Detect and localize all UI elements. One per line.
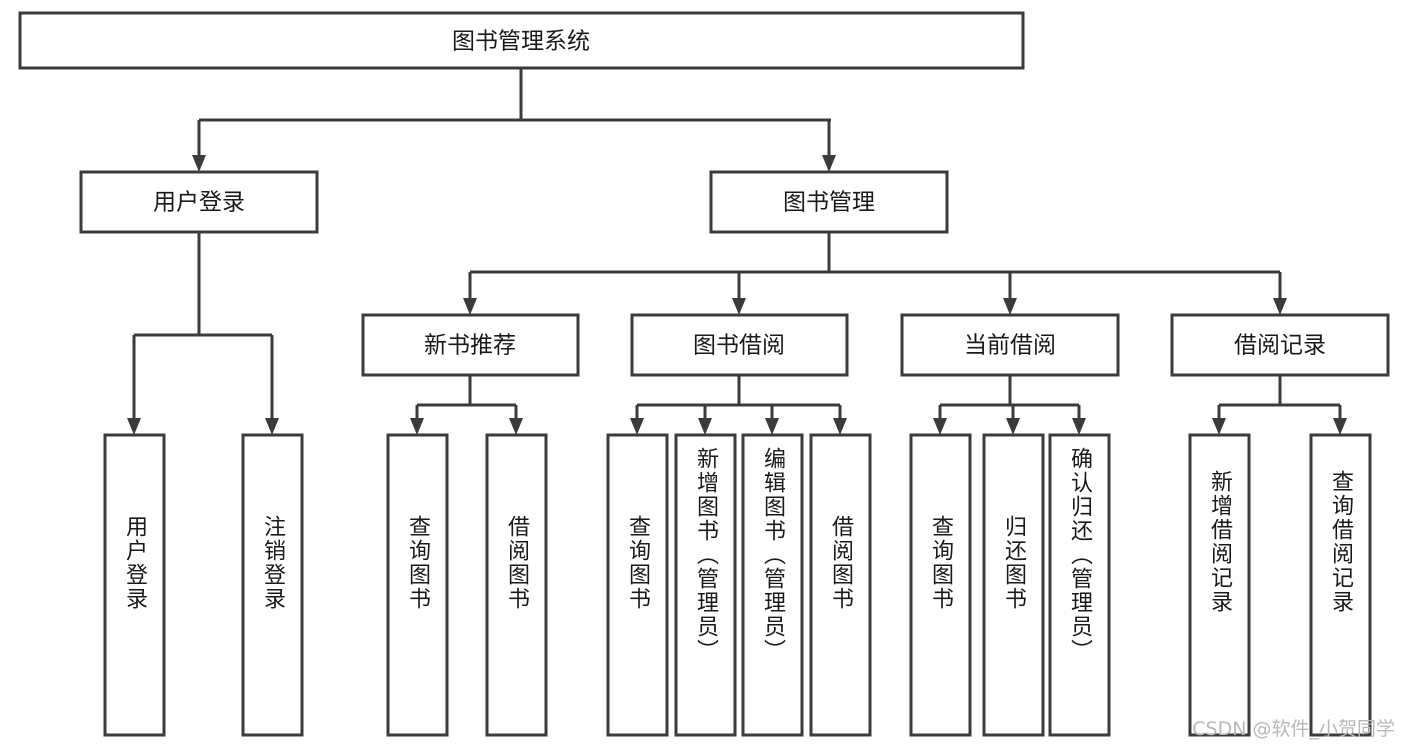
node-leaf-query-book-cur[interactable] — [909, 433, 972, 737]
arrowhead-leaf-query-book-borrow — [630, 418, 644, 435]
arrowhead-leaf-query-book-rec — [410, 418, 424, 435]
node-leaf-add-book[interactable] — [674, 433, 737, 737]
connector-layer — [127, 68, 1347, 435]
node-new-book-recommend[interactable] — [361, 313, 580, 377]
arrowhead-leaf-user-login — [127, 418, 141, 435]
node-leaf-query-record[interactable] — [1309, 433, 1372, 737]
arrowhead-leaf-confirm-return — [1072, 418, 1086, 435]
arrowhead-leaf-query-record — [1333, 418, 1347, 435]
node-current-borrow-label: 当前借阅 — [964, 333, 1056, 359]
arrowhead-leaf-borrow-book-rec — [509, 418, 523, 435]
node-leaf-add-record[interactable] — [1188, 433, 1251, 737]
node-root[interactable] — [18, 11, 1025, 70]
node-leaf-return-book[interactable] — [982, 433, 1045, 737]
arrowhead-book-manage — [822, 155, 836, 172]
node-leaf-logout[interactable] — [241, 433, 304, 737]
node-leaf-confirm-return[interactable] — [1048, 433, 1111, 737]
node-borrow-record-label: 借阅记录 — [1234, 333, 1326, 359]
node-borrow-record[interactable] — [1170, 313, 1390, 377]
node-current-borrow[interactable] — [900, 313, 1120, 377]
node-book-manage[interactable] — [709, 170, 949, 234]
node-layer: 图书管理系统 用户登录 图书管理 新书推荐 图书借阅 当前借阅 借阅记录 — [18, 11, 1390, 737]
arrowhead-user-login — [192, 155, 206, 172]
arrowhead-borrow-record — [1273, 298, 1287, 315]
arrowhead-book-borrow — [732, 298, 746, 315]
node-root-label: 图书管理系统 — [452, 29, 590, 55]
arrowhead-leaf-add-book — [698, 418, 712, 435]
node-leaf-query-book-rec[interactable] — [386, 433, 449, 737]
node-book-borrow[interactable] — [630, 313, 849, 377]
node-leaf-edit-book[interactable] — [741, 433, 804, 737]
node-user-login[interactable] — [79, 170, 319, 234]
node-leaf-borrow-book[interactable] — [809, 433, 872, 737]
node-leaf-borrow-book-rec[interactable] — [485, 433, 548, 737]
arrowhead-current-borrow — [1003, 298, 1017, 315]
arrowhead-leaf-return-book — [1006, 418, 1020, 435]
arrowhead-leaf-edit-book — [765, 418, 779, 435]
arrowhead-leaf-query-book-cur — [933, 418, 947, 435]
arrowhead-leaf-logout — [265, 418, 279, 435]
csdn-watermark: CSDN @软件_小贺同学 — [1192, 718, 1395, 740]
node-user-login-label: 用户登录 — [153, 190, 245, 216]
arrowhead-leaf-add-record — [1212, 418, 1226, 435]
node-leaf-query-book-borrow[interactable] — [606, 433, 669, 737]
arrowhead-leaf-borrow-book — [833, 418, 847, 435]
node-book-manage-label: 图书管理 — [783, 190, 875, 216]
arrowhead-new-book-recommend — [463, 298, 477, 315]
node-book-borrow-label: 图书借阅 — [693, 333, 785, 359]
node-leaf-user-login[interactable] — [103, 433, 166, 737]
node-new-book-recommend-label: 新书推荐 — [424, 333, 516, 359]
